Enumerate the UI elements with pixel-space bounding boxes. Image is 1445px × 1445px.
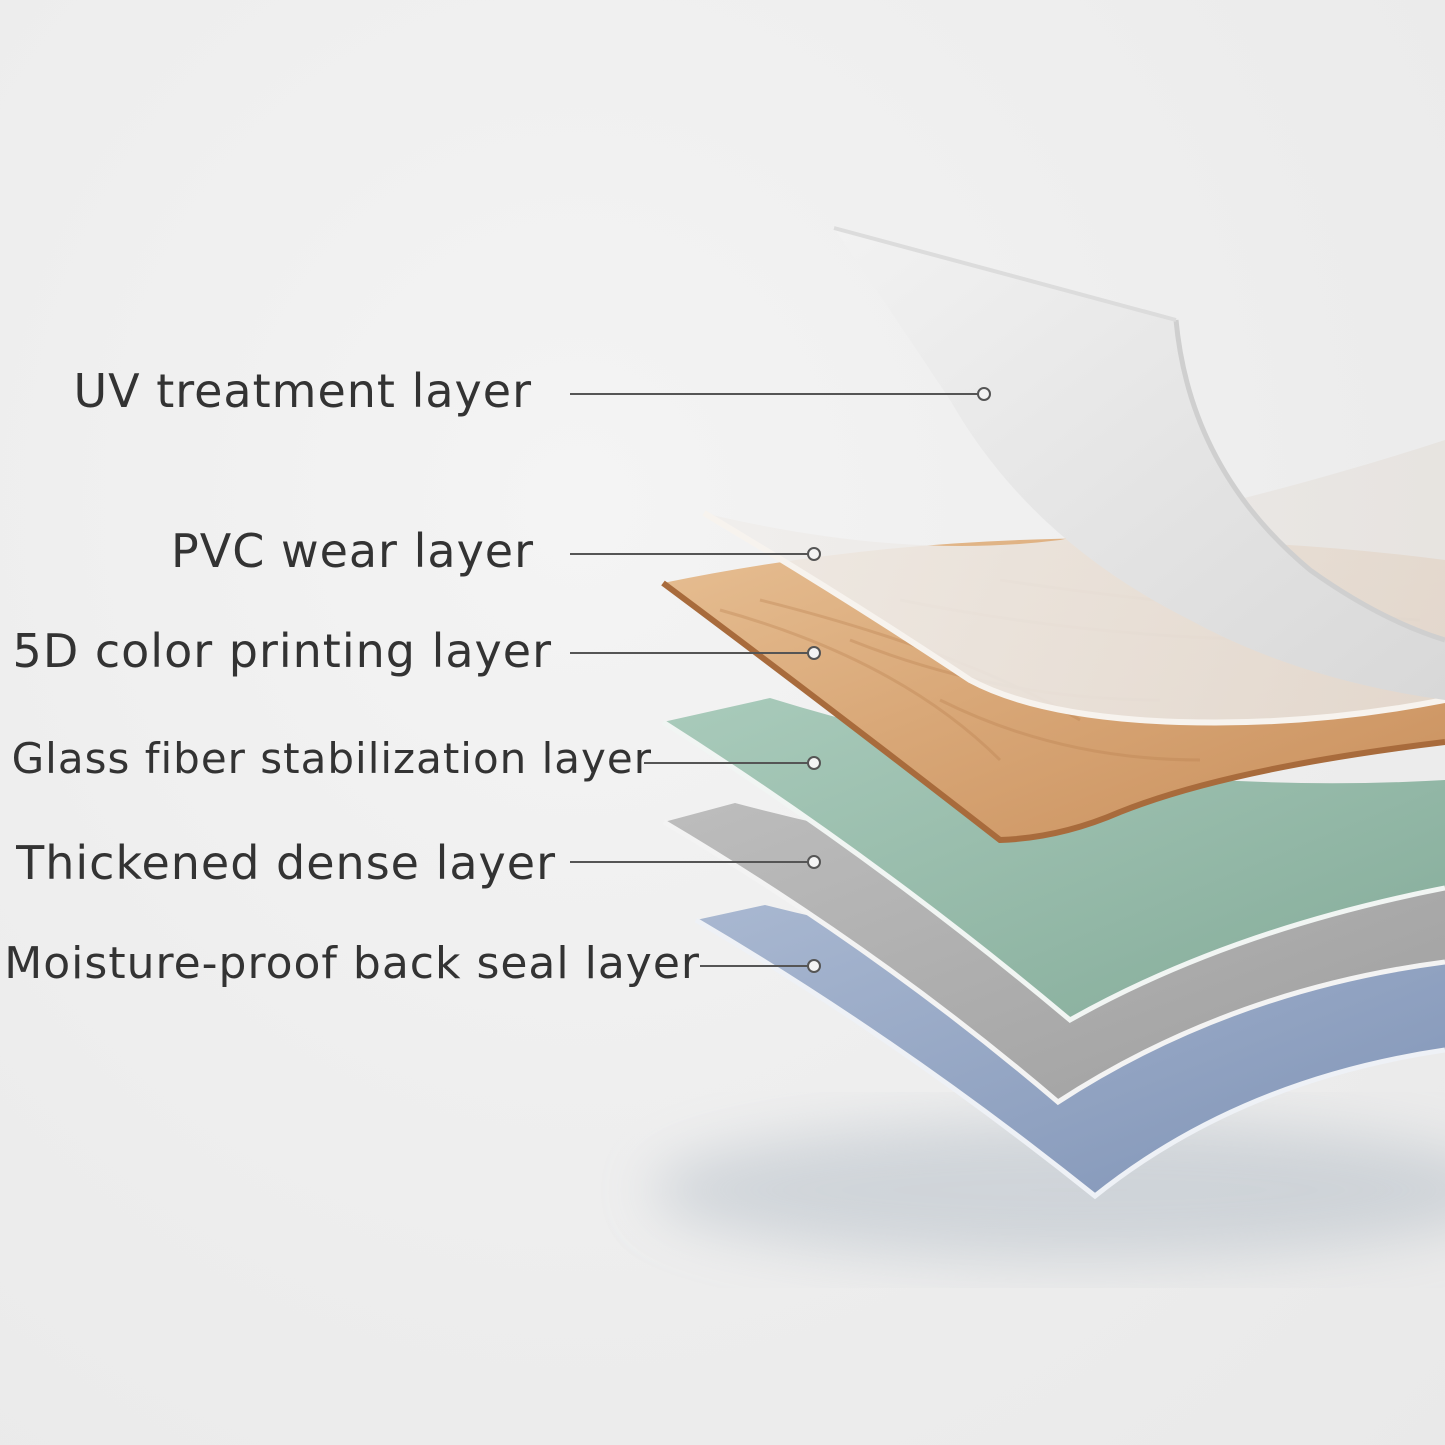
label-box-back-seal: Moisture-proof back seal layer bbox=[0, 942, 700, 992]
leader-lines bbox=[570, 387, 991, 973]
leader-dot-dense bbox=[807, 855, 821, 869]
label-box-pvc: PVC wear layer bbox=[0, 528, 534, 578]
label-uv-treatment-layer: UV treatment layer bbox=[73, 364, 532, 418]
leader-dot-back-seal bbox=[807, 959, 821, 973]
label-glass-fiber-stabilization-layer: Glass fiber stabilization layer bbox=[11, 734, 652, 783]
uv-layer-top-edge bbox=[833, 226, 1177, 322]
label-box-glass-fiber: Glass fiber stabilization layer bbox=[0, 738, 652, 788]
pvc-layer-edge bbox=[702, 510, 1445, 726]
label-box-uv: UV treatment layer bbox=[0, 368, 532, 418]
label-box-dense: Thickened dense layer bbox=[0, 840, 556, 890]
label-moisture-proof-back-seal-layer: Moisture-proof back seal layer bbox=[4, 938, 700, 989]
dense-layer-edge bbox=[662, 819, 1445, 1106]
label-box-printing: 5D color printing layer bbox=[0, 628, 552, 678]
stack-shadow bbox=[650, 1120, 1445, 1260]
label-5d-color-printing-layer: 5D color printing layer bbox=[12, 624, 552, 678]
leader-dot-uv bbox=[977, 387, 991, 401]
back-seal-layer-edge bbox=[694, 917, 1445, 1200]
label-pvc-wear-layer: PVC wear layer bbox=[171, 524, 534, 578]
printing-layer-edge bbox=[661, 580, 1445, 844]
leader-dot-printing bbox=[807, 646, 821, 660]
glass-fiber-layer-edge bbox=[661, 719, 1445, 1024]
leader-dot-glass-fiber bbox=[807, 756, 821, 770]
uv-layer-shape bbox=[834, 228, 1445, 700]
uv-layer-edge bbox=[1173, 319, 1445, 643]
leader-dot-pvc bbox=[807, 547, 821, 561]
label-thickened-dense-layer: Thickened dense layer bbox=[16, 836, 556, 890]
